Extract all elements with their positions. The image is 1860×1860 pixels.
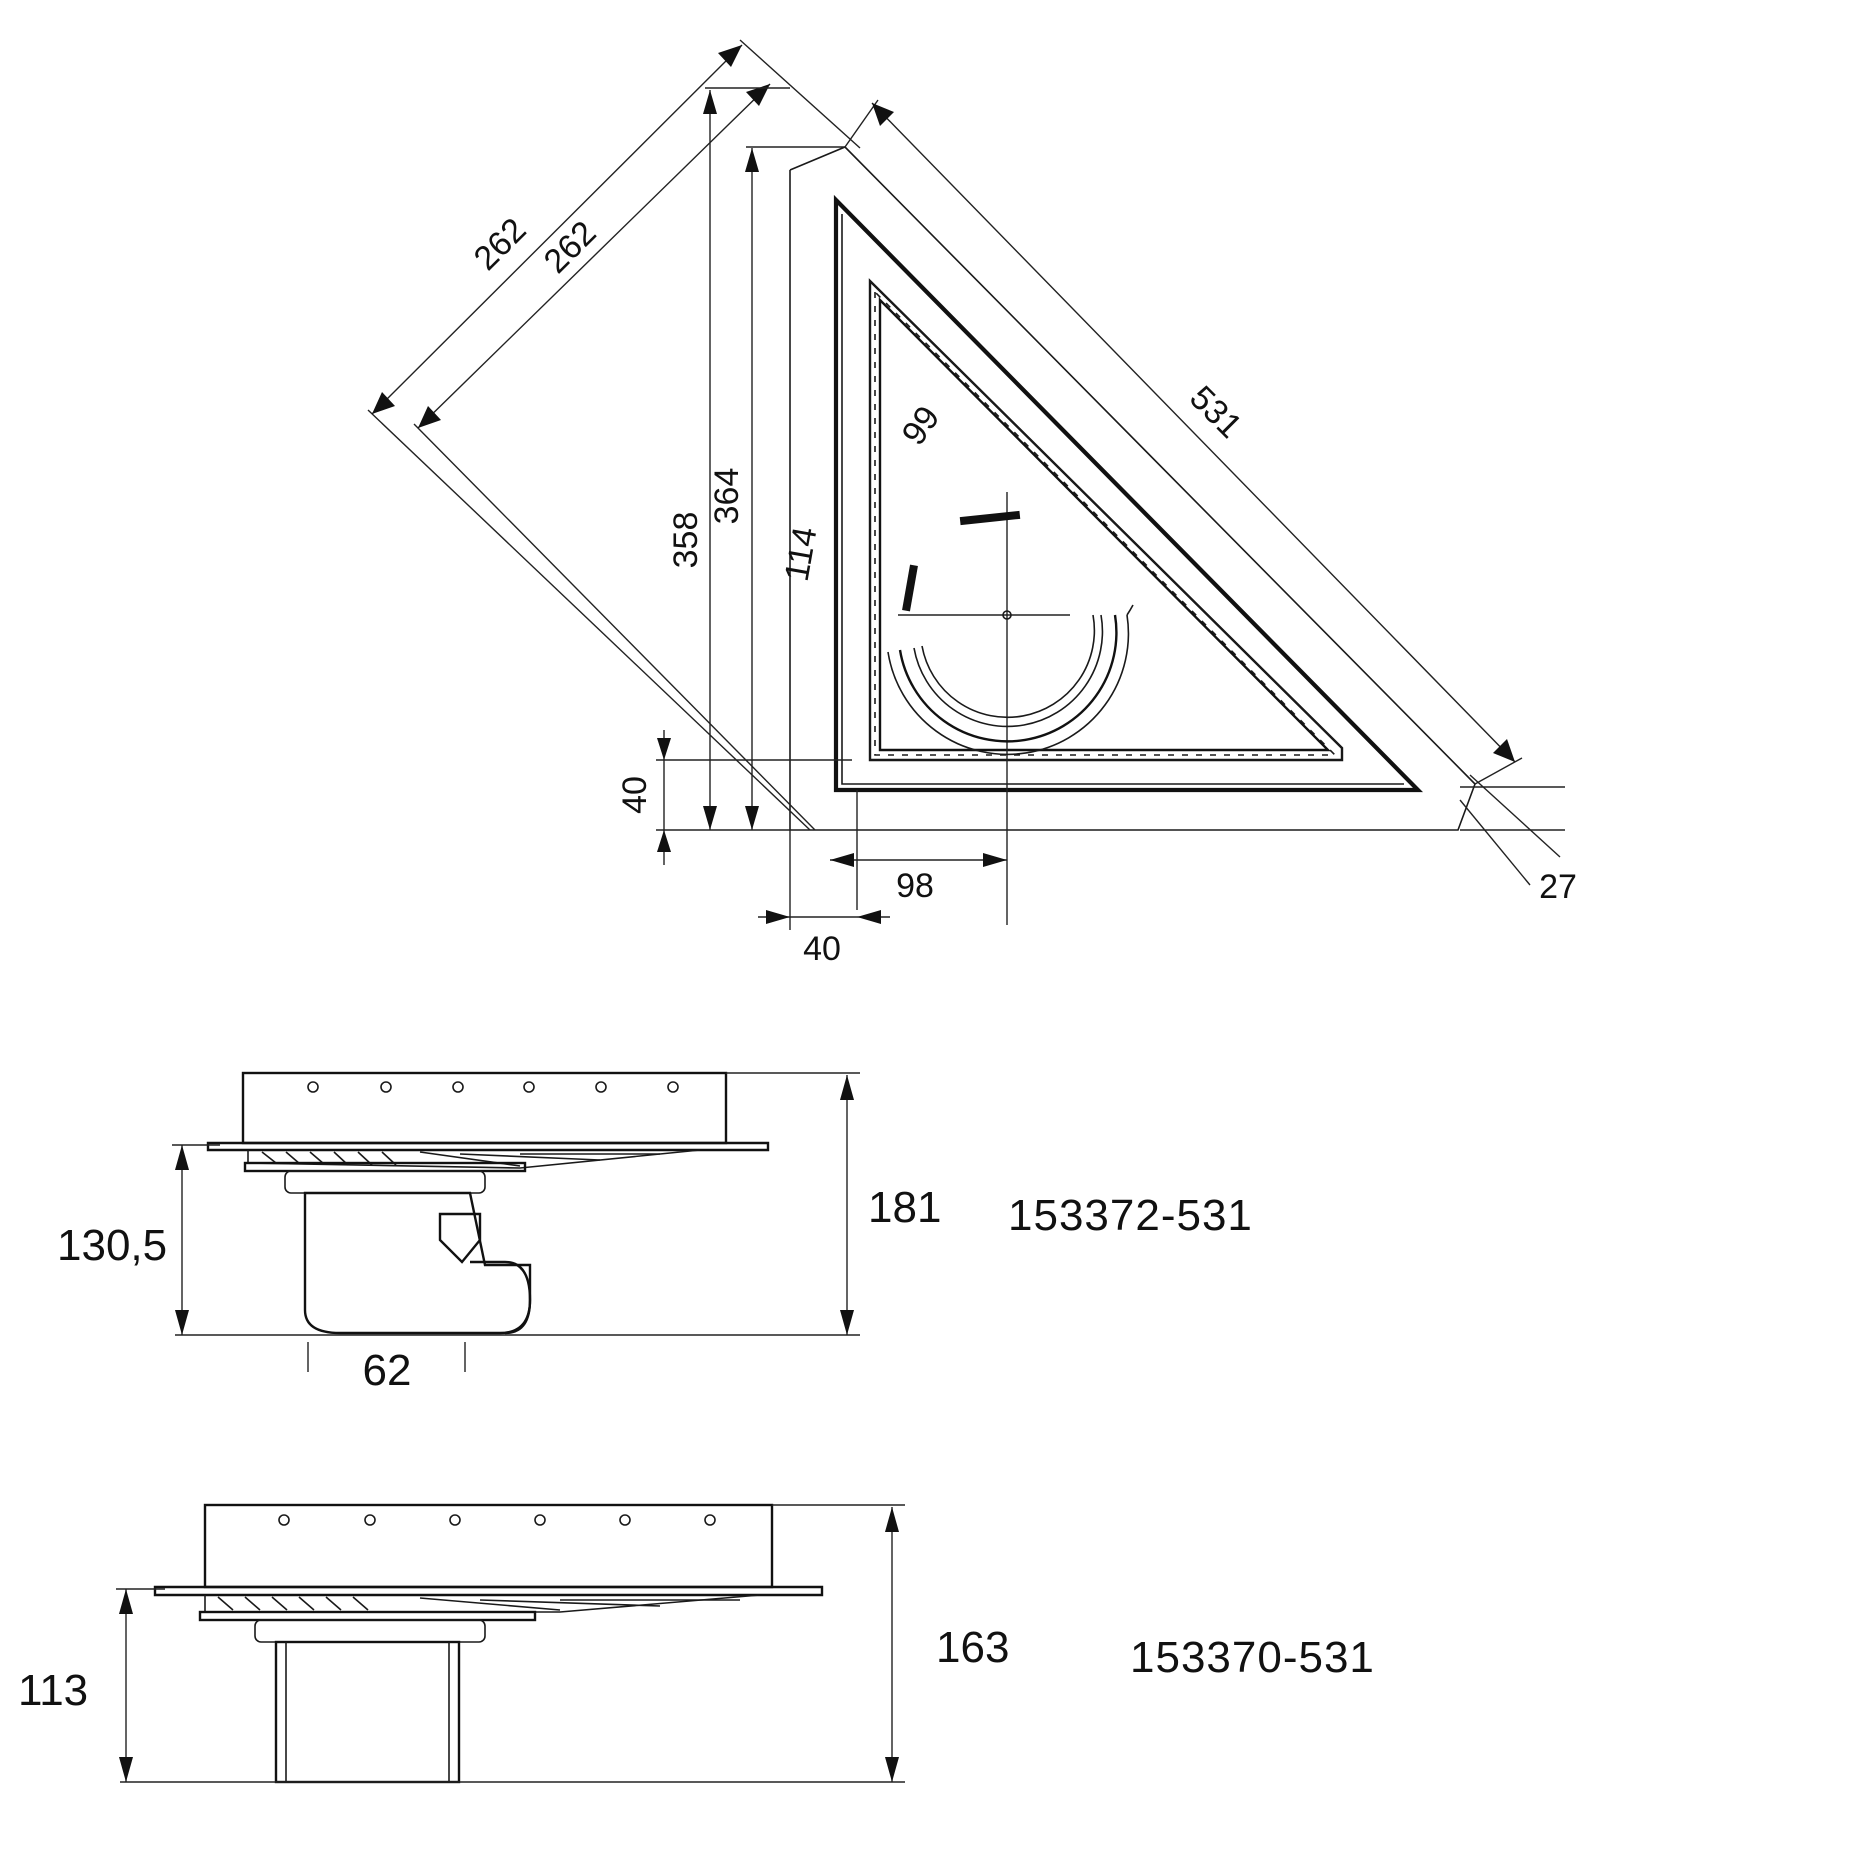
side-view-1: 181 130,5 62 153372-531 (57, 1071, 1253, 1395)
dim-531-arrow-a (872, 103, 894, 126)
sv2-dim-113-arrow-b (119, 1757, 133, 1782)
dim-27-leader-2 (1459, 799, 1531, 886)
dim-531-arrow-b (1493, 739, 1515, 762)
sv1-dim-1305-arrow-a (175, 1145, 189, 1170)
sv1-tray (247, 1149, 701, 1169)
sv1-hole-2 (380, 1081, 392, 1093)
dim-27-label: 27 (1539, 868, 1577, 906)
sv1-trap-valve (438, 1212, 482, 1264)
dim-262-inner-arrow-b (746, 84, 770, 106)
dim-364-arrow-a (745, 148, 759, 172)
dim-262-outer-label: 262 (467, 211, 534, 278)
dim-531-ext-bottom (1474, 757, 1523, 785)
dim-98-label: 98 (896, 867, 934, 905)
sv2-dim-163-arrow-b (885, 1757, 899, 1782)
sv1-hole-3 (452, 1081, 464, 1093)
sv1-dim-181-arrow-a (840, 1075, 854, 1100)
dim-364-label: 364 (708, 468, 746, 525)
dim-40-bottom-arrow-b (857, 910, 881, 924)
sv2-dim-113-label: 113 (18, 1666, 88, 1715)
dim-262-outer-arrow-a (372, 392, 395, 414)
plan-outer-outline (789, 146, 1476, 831)
dim-40-bottom-arrow-a (766, 910, 790, 924)
sv1-dim-62-label: 62 (363, 1346, 412, 1395)
sv1-dim-1305-label: 130,5 (57, 1221, 167, 1270)
dim-531-line (871, 102, 1516, 763)
dim-40-bottom-label: 40 (803, 930, 841, 968)
plan-stamp-mark-2 (902, 564, 918, 612)
sv1-article-number: 153372-531 (1008, 1191, 1253, 1240)
plan-stamp-mark-1 (959, 510, 1021, 526)
sv2-outlet-collar (254, 1619, 486, 1643)
dim-40-left-arrow-b (657, 830, 671, 852)
sv2-article-number: 153370-531 (1130, 1633, 1375, 1682)
dim-262-outer-arrow-b (718, 45, 742, 67)
sv1-hole-1 (307, 1081, 319, 1093)
dim-40-left-label: 40 (616, 776, 654, 814)
plan-grate-slot-band (874, 291, 1337, 756)
sv2-upstand (203, 1503, 774, 1589)
dim-262-inner-label: 262 (537, 214, 604, 281)
sv2-hole-3 (449, 1514, 461, 1526)
sv2-dim-163-label: 163 (936, 1623, 1009, 1672)
plan-grate-inner (878, 297, 1331, 752)
dim-531-label: 531 (1182, 379, 1249, 446)
plan-outlet-arc-1 (887, 614, 1130, 756)
dim-364-arrow-b (745, 806, 759, 830)
sv1-dim-181-label: 181 (868, 1183, 941, 1232)
plan-view: 262 262 531 358 364 114 99 (367, 39, 1577, 968)
sv2-hole-1 (278, 1514, 290, 1526)
dim-98-arrow-b (983, 853, 1007, 867)
sv2-outlet-flange (198, 1610, 537, 1622)
dim-114-label: 114 (778, 524, 825, 584)
plan-grate-frame (869, 279, 1343, 761)
plan-center-mark (1002, 610, 1012, 620)
side-view-2: 163 113 153370-531 (18, 1503, 1375, 1784)
dim-262-inner-ext (413, 423, 816, 831)
sv1-flange (206, 1141, 770, 1152)
sv2-dim-163-arrow-a (885, 1507, 899, 1532)
sv2-hole-5 (619, 1514, 631, 1526)
dim-99-label: 99 (895, 399, 948, 452)
dim-531-ext-top (844, 99, 879, 148)
sv1-dim-181-arrow-b (840, 1310, 854, 1335)
sv1-outlet-collar (284, 1170, 486, 1194)
sv1-side-outlet (470, 1260, 532, 1335)
sv2-tray-hatch (217, 1596, 740, 1611)
plan-tray-inner-edge (841, 214, 1404, 785)
sv1-hole-6 (667, 1081, 679, 1093)
dim-27-leader (1469, 774, 1561, 858)
dim-262-inner-arrow-a (418, 406, 441, 428)
dim-358-label: 358 (667, 512, 705, 569)
sv2-hole-6 (704, 1514, 716, 1526)
plan-outlet-arc-3 (913, 614, 1104, 728)
dim-262-outer-ext-right (739, 39, 861, 149)
dim-40-left-arrow-a (657, 738, 671, 760)
dim-98-arrow-a (830, 853, 854, 867)
sv1-tray-hatch (261, 1151, 660, 1167)
sv2-dim-113-arrow-a (119, 1589, 133, 1614)
sv2-hole-4 (534, 1514, 546, 1526)
dim-358-arrow-b (703, 806, 717, 830)
dim-262-inner-line (417, 83, 771, 429)
plan-tray-outline (833, 194, 1424, 793)
dim-358-arrow-a (703, 90, 717, 114)
sv2-hole-2 (364, 1514, 376, 1526)
sv1-dim-1305-arrow-b (175, 1310, 189, 1335)
sv2-flange (153, 1585, 824, 1597)
sv1-hole-5 (595, 1081, 607, 1093)
dim-262-outer-line (371, 44, 743, 415)
sv1-hole-4 (523, 1081, 535, 1093)
plan-outlet-arc-5 (1126, 604, 1134, 616)
plan-grate-outer (868, 278, 1344, 762)
sv2-outlet-pipe (274, 1640, 461, 1784)
plan-outlet-arc-2 (898, 614, 1118, 743)
plan-outlet-arc-4 (921, 614, 1096, 719)
